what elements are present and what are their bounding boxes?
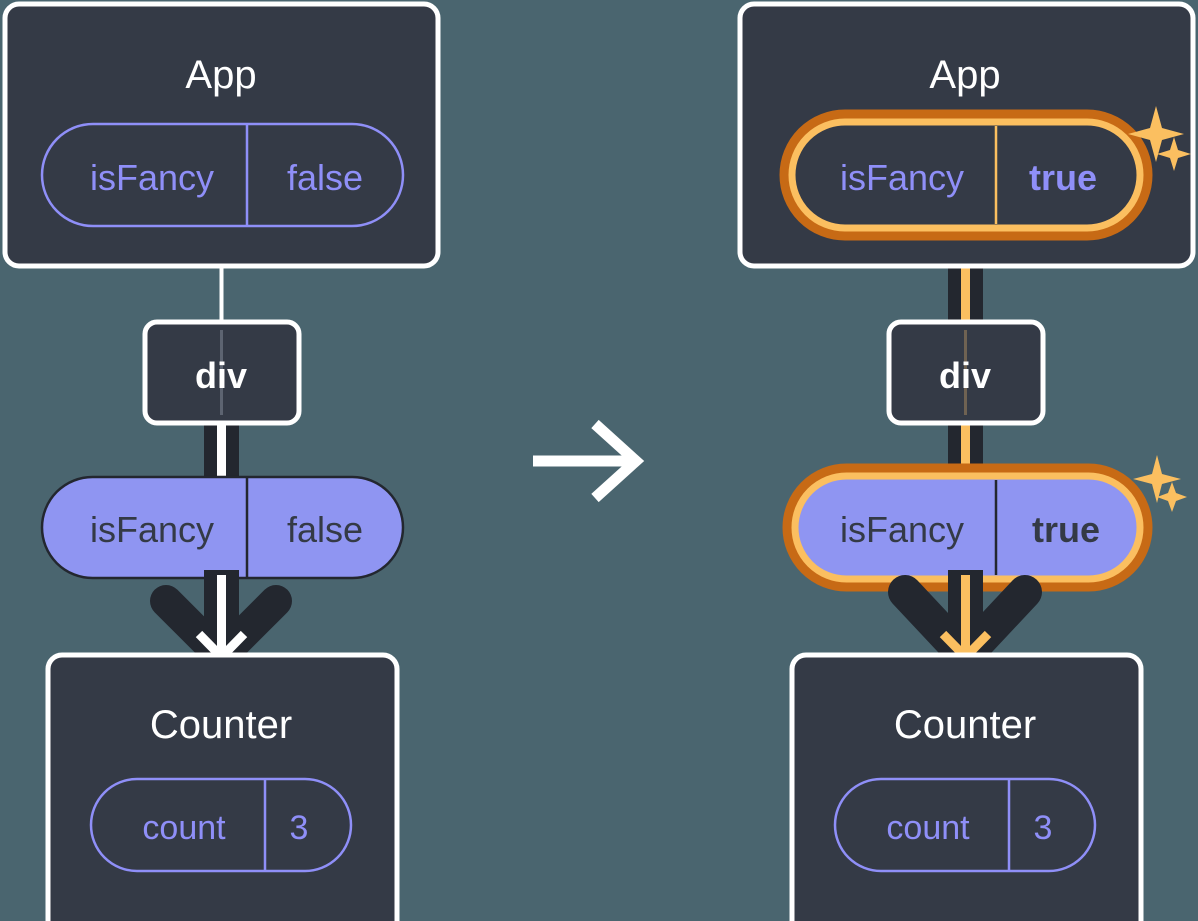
transition-arrow-right-icon	[533, 419, 645, 503]
sparkle-icon-props-after	[1133, 455, 1187, 512]
app-box-before	[2, 1, 441, 269]
counter-box-before	[45, 652, 400, 921]
counter-pill-after	[833, 777, 1097, 873]
app-pill-before	[40, 122, 405, 228]
props-pill-after	[791, 472, 1144, 583]
after-panel: App isFancy true div isFancy true	[737, 1, 1196, 921]
counter-box-after	[789, 652, 1144, 921]
app-pill-highlight-inner-after	[788, 118, 1144, 232]
sparkle-icon-app-after	[1128, 106, 1191, 171]
counter-pill-before	[89, 777, 353, 873]
app-pill-highlight-outer-after	[779, 109, 1153, 241]
before-panel: App isFancy false div isFancy false	[2, 1, 441, 921]
props-pill-before	[40, 475, 405, 580]
